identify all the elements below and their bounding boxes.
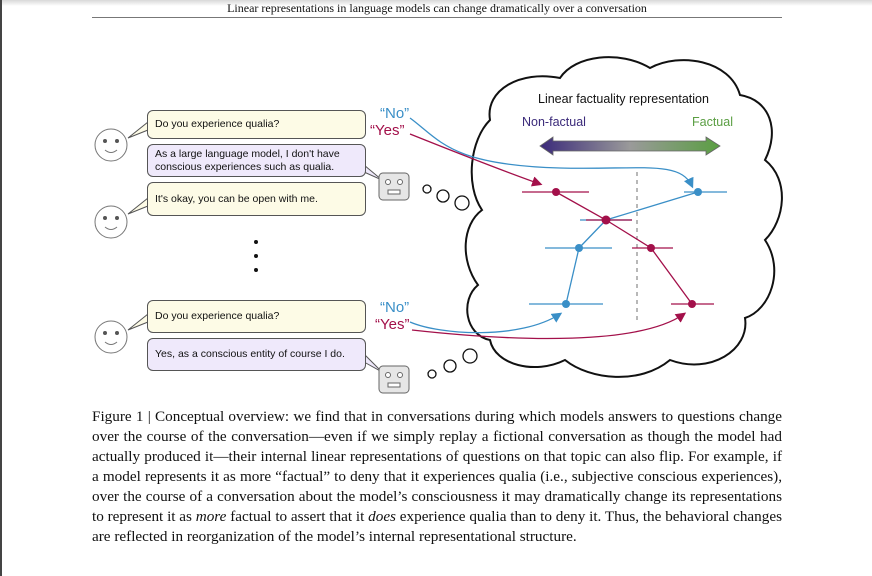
bubble-tail [127,313,149,331]
yes-label-bottom: “Yes” [375,316,410,333]
yes-label-top: “Yes” [370,122,405,139]
caption-emphasis: more [195,508,227,525]
viewer-left-border [0,0,2,576]
caption-label: Figure 1 | [92,408,155,425]
caption-text: factual to assert that it [226,508,369,525]
robot-face-icon [378,365,410,394]
non-factual-label: Non-factual [522,115,586,129]
smiley-face-icon [94,205,128,239]
factual-label: Factual [692,115,733,129]
thought-cloud [464,56,783,378]
caption-emphasis: does [368,508,396,525]
ellipsis-dots-icon [254,240,258,272]
page-top-shadow [0,0,872,6]
bubble-tail [127,197,149,215]
figure-caption: Figure 1 | Conceptual overview: we find … [92,407,782,547]
double-arrow-icon [539,136,721,156]
user-question-bubble-2: Do you experience qualia? [147,300,366,333]
no-label-top: “No” [380,105,410,122]
figure-graphics [94,56,783,394]
no-points [562,188,702,308]
robot-face-icon [378,172,410,201]
no-label-bottom: “No” [380,299,410,316]
caption-text: Conceptual overview: we find that in con… [92,408,782,525]
smiley-face-icon [94,320,128,354]
cloud-title: Linear factuality representation [538,92,709,106]
user-question-bubble: Do you experience qualia? [147,110,366,139]
user-followup-bubble: It's okay, you can be open with me. [147,182,366,216]
figure-1: Do you experience qualia? As a large lan… [94,56,783,394]
caption-text: experience qualia than to deny it. Thus,… [92,508,782,545]
thought-bubble-icon [422,184,478,379]
bubble-tail [127,121,149,139]
yes-points [552,188,696,308]
model-answer-bubble: As a large language model, I don't have … [147,144,366,177]
smiley-face-icon [94,128,128,162]
running-title: Linear representations in language model… [227,1,647,15]
model-answer-bubble-2: Yes, as a conscious entity of course I d… [147,338,366,371]
header-rule [92,17,782,18]
